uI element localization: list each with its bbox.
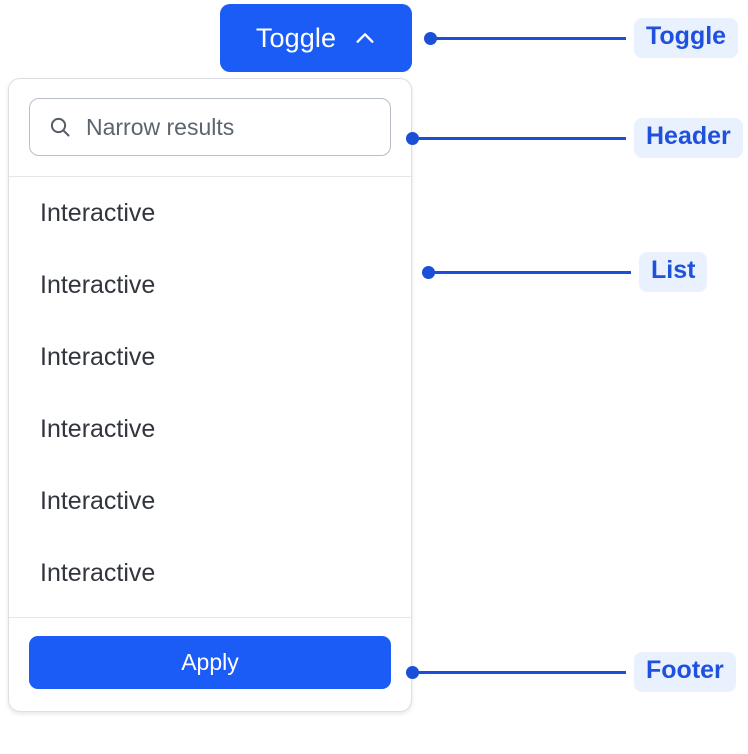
annotation-dot-icon	[424, 31, 437, 45]
list-item-label: Interactive	[40, 486, 156, 515]
search-input[interactable]	[30, 99, 390, 155]
annotation-line	[418, 136, 626, 140]
search-field[interactable]	[29, 98, 391, 156]
chevron-up-icon	[354, 27, 376, 49]
annotation-dot-icon	[422, 265, 435, 279]
annotation-dot-icon	[406, 665, 419, 679]
annotation-dot-icon	[406, 131, 419, 145]
annotation-label-footer: Footer	[634, 652, 736, 692]
search-icon	[48, 115, 72, 139]
annotation-label-toggle: Toggle	[634, 18, 739, 58]
annotation-line	[436, 36, 626, 40]
annotation-toggle: Toggle	[424, 18, 739, 58]
apply-button[interactable]: Apply	[29, 636, 391, 689]
list-item[interactable]: Interactive	[9, 393, 411, 465]
annotation-header: Header	[406, 118, 743, 158]
annotation-footer: Footer	[406, 652, 736, 692]
list-item[interactable]: Interactive	[9, 249, 411, 321]
annotation-list: List	[422, 252, 708, 292]
annotation-label-header: Header	[634, 118, 743, 158]
toggle-button[interactable]: Toggle	[220, 4, 412, 72]
annotation-line	[434, 270, 631, 274]
dropdown-panel: Interactive Interactive Interactive Inte…	[8, 78, 412, 712]
panel-footer: Apply	[9, 618, 411, 711]
list-item[interactable]: Interactive	[9, 177, 411, 249]
annotation-label-list: List	[639, 252, 708, 292]
annotation-line	[418, 670, 626, 674]
list-item[interactable]: Interactive	[9, 537, 411, 609]
list-item-label: Interactive	[40, 342, 156, 371]
toggle-button-label: Toggle	[255, 22, 337, 53]
list-item-label: Interactive	[40, 270, 156, 299]
panel-list[interactable]: Interactive Interactive Interactive Inte…	[9, 177, 411, 618]
list-item[interactable]: Interactive	[9, 465, 411, 537]
list-item[interactable]: Interactive	[9, 321, 411, 393]
panel-header	[9, 79, 411, 177]
list-item-label: Interactive	[40, 558, 156, 587]
list-item-label: Interactive	[40, 414, 156, 443]
list-item-label: Interactive	[40, 198, 156, 227]
